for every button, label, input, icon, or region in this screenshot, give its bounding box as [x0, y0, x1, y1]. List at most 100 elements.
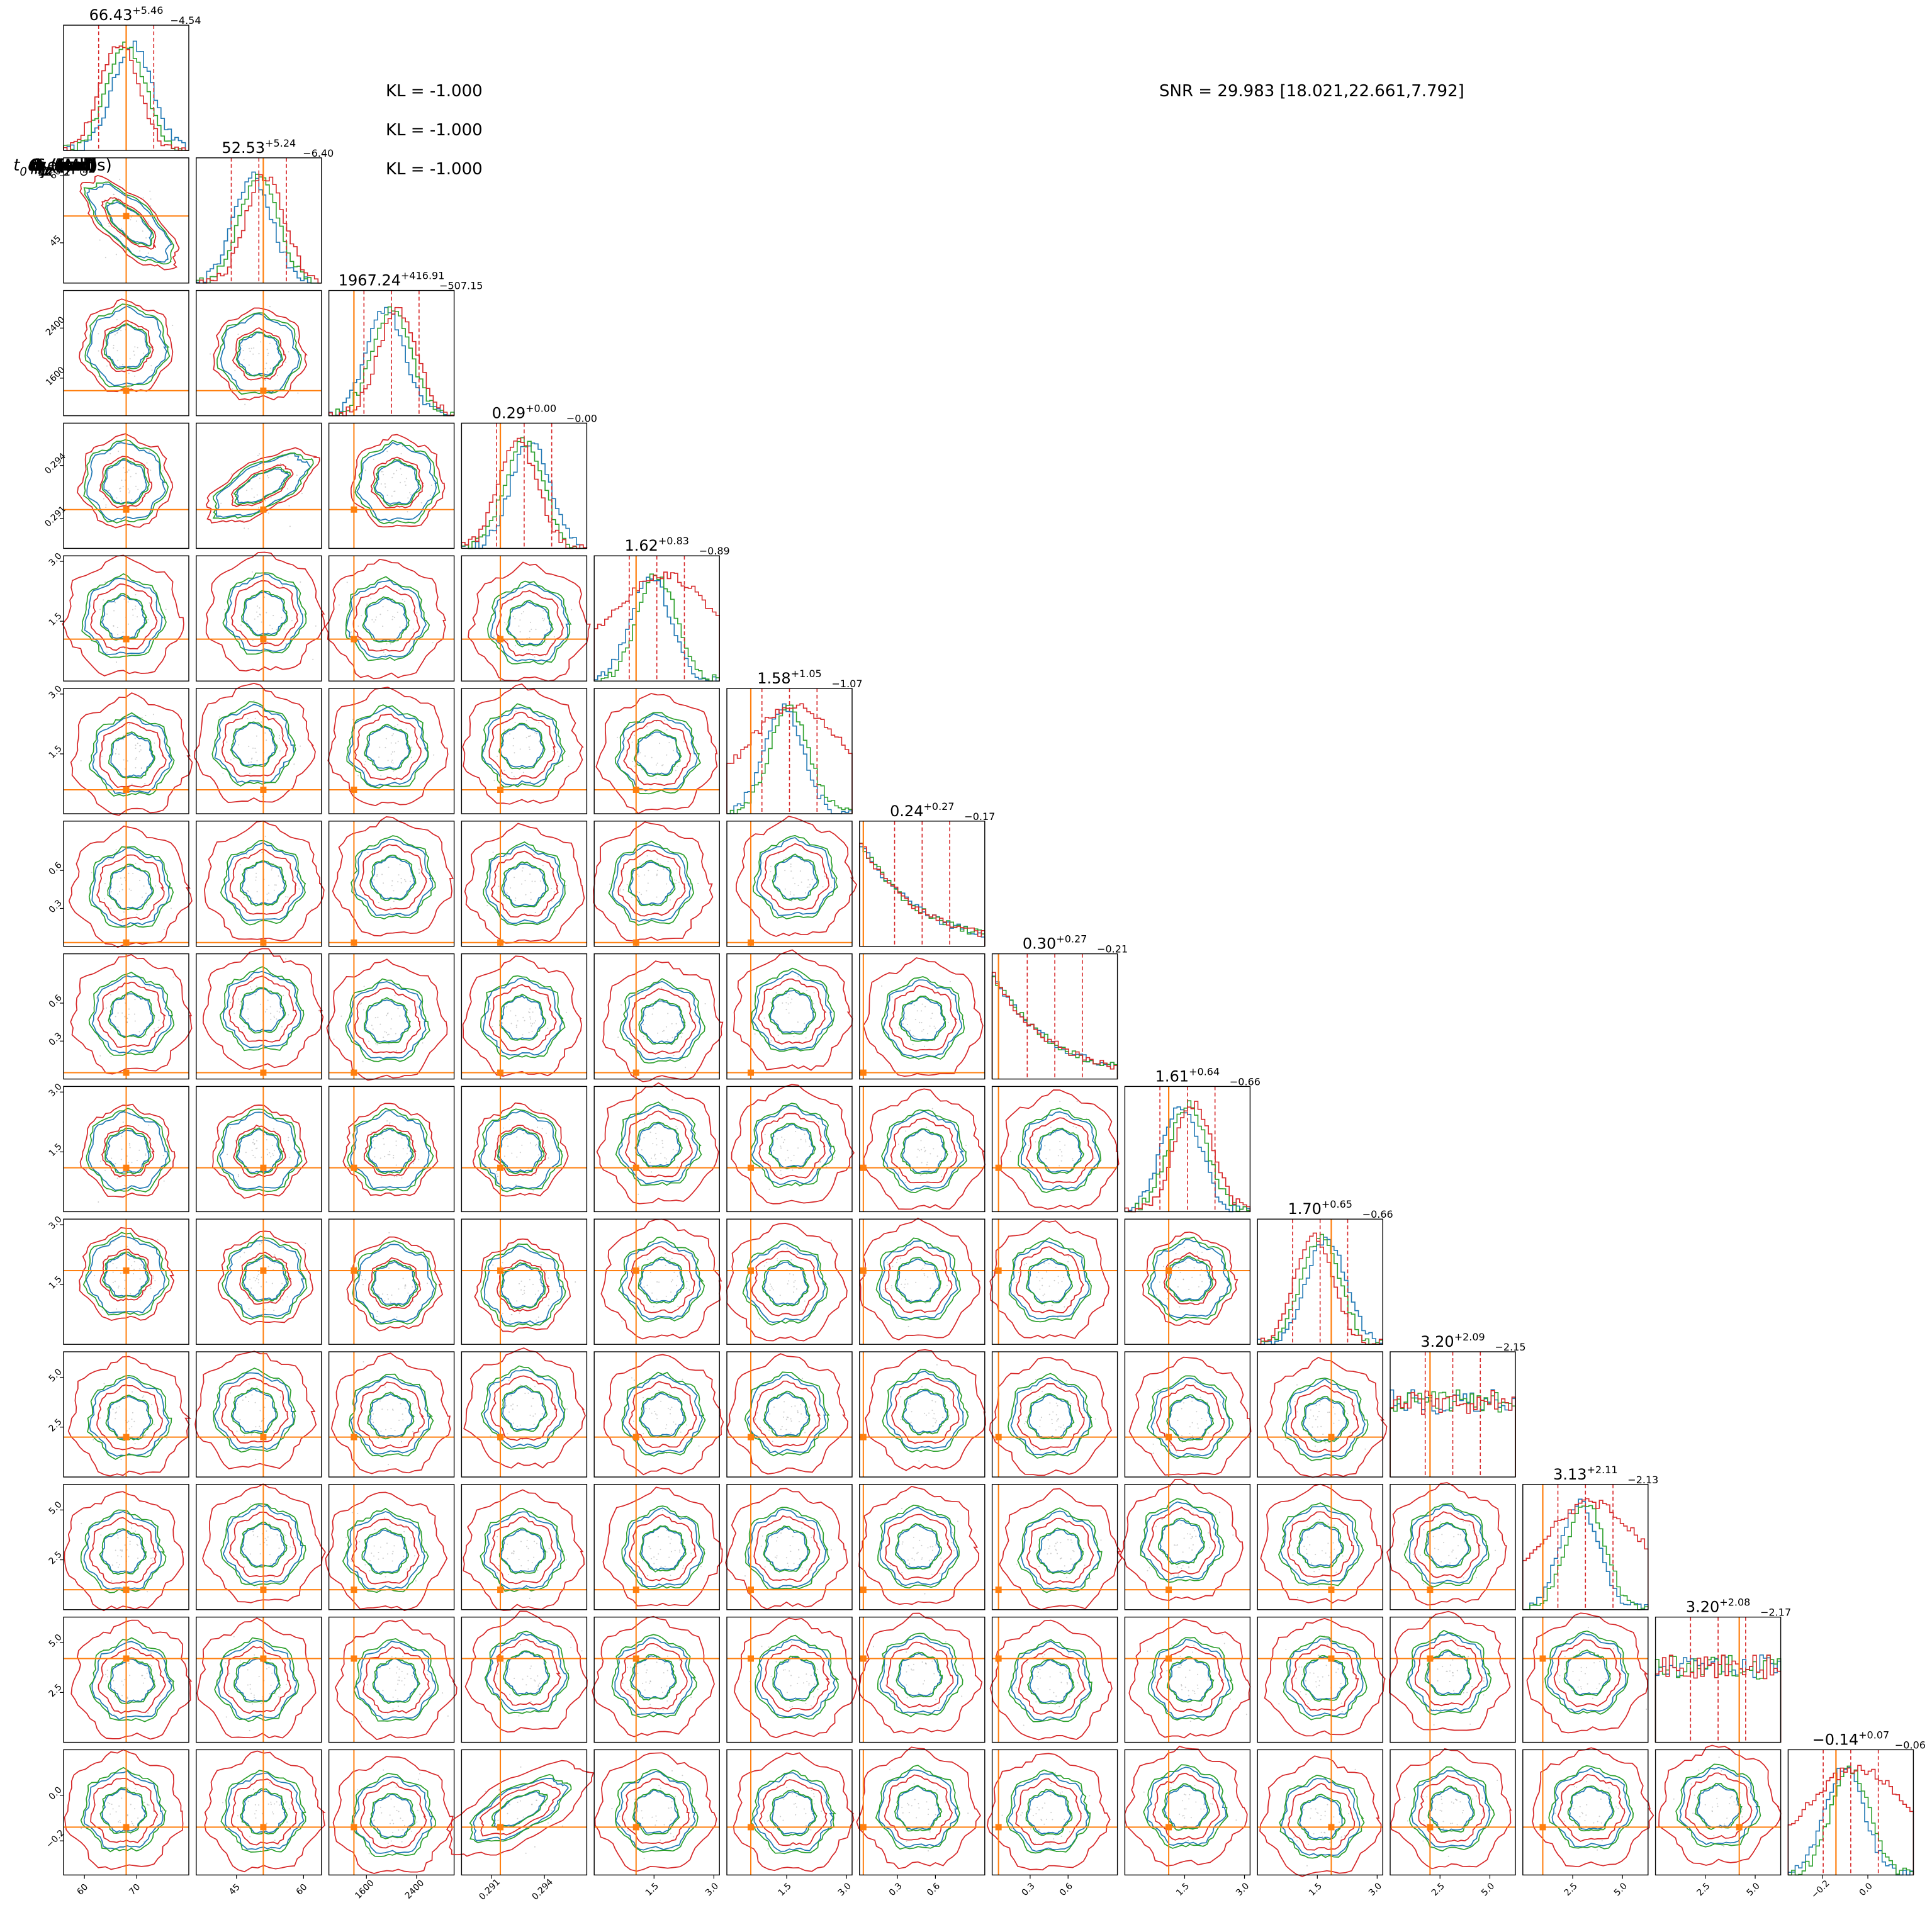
contour-red	[327, 687, 449, 806]
x-axis-label-t0: t0 (seconds)	[13, 156, 112, 179]
contour-blue	[1010, 1377, 1091, 1456]
sample-point	[264, 1308, 266, 1310]
contour-red	[622, 1778, 690, 1845]
contour-green	[1301, 1395, 1349, 1443]
sample-point	[649, 1704, 651, 1705]
sample-point	[1043, 1823, 1045, 1825]
x-tick-label: 2400	[403, 1878, 427, 1901]
contour-green	[222, 1235, 308, 1320]
sample-point	[282, 1299, 284, 1301]
sample-point	[1072, 1160, 1074, 1161]
sample-point	[117, 634, 119, 636]
sample-point	[1328, 1675, 1330, 1676]
sample-point	[279, 463, 281, 464]
sample-point	[1454, 1639, 1456, 1641]
contour-red	[1026, 1517, 1094, 1585]
sample-point	[661, 1142, 663, 1144]
sample-point	[428, 1695, 430, 1696]
sample-point	[407, 1147, 408, 1149]
sample-point	[366, 743, 368, 745]
sample-point	[293, 763, 295, 765]
param-minus-dL: −507.15	[439, 280, 483, 292]
sample-point	[565, 884, 567, 886]
sample-point	[401, 473, 403, 475]
sample-point	[505, 623, 507, 625]
contour-red	[342, 1103, 439, 1196]
sample-point	[132, 1822, 133, 1824]
sample-point	[1064, 1428, 1065, 1430]
panel-frame	[1654, 1749, 1782, 1876]
sample-point	[519, 1800, 521, 1802]
sample-point	[527, 1568, 529, 1570]
sample-point	[809, 1145, 811, 1147]
contour-green	[102, 1251, 150, 1298]
sample-point	[637, 873, 639, 875]
sample-point	[923, 1680, 925, 1682]
sample-point	[153, 1028, 155, 1030]
sample-point	[150, 469, 152, 471]
sample-point	[151, 1403, 153, 1405]
sample-point	[528, 1031, 530, 1033]
sample-point	[1222, 1634, 1223, 1636]
contour-blue	[91, 847, 171, 927]
sample-point	[1593, 1822, 1595, 1824]
sample-point	[272, 742, 273, 744]
contour-green	[901, 1388, 949, 1435]
contour-red	[194, 683, 316, 804]
contour-red	[1155, 1384, 1225, 1451]
contour-blue	[231, 722, 276, 767]
contour-green	[634, 729, 682, 777]
sample-point	[396, 1176, 398, 1177]
sample-point	[905, 1830, 907, 1832]
sample-point	[1318, 1404, 1320, 1406]
sample-point	[1062, 1673, 1064, 1675]
panel-frame	[328, 821, 455, 947]
sample-point	[1457, 1648, 1459, 1650]
sample-point	[1181, 1685, 1182, 1687]
contour-green	[621, 1505, 705, 1590]
sample-point	[389, 1123, 391, 1125]
sample-point	[381, 873, 383, 875]
sample-point	[1185, 1808, 1187, 1810]
sample-point	[243, 359, 245, 361]
sample-point	[643, 1858, 645, 1860]
contour-green	[240, 1788, 288, 1835]
sample-point	[163, 928, 165, 930]
sample-point	[1028, 1684, 1030, 1686]
sample-point	[393, 733, 394, 735]
sample-point	[1313, 1833, 1315, 1834]
contour-green	[353, 1637, 439, 1722]
sample-point	[269, 1782, 271, 1783]
sample-point	[387, 1713, 389, 1715]
param-title-theta1: 1.61+0.64	[1155, 1065, 1220, 1085]
sample-point	[497, 1819, 499, 1821]
sample-point	[113, 1714, 115, 1716]
contour-red	[1291, 1644, 1359, 1711]
sample-point	[409, 491, 411, 493]
sample-point	[660, 1566, 662, 1568]
sample-point	[391, 1295, 393, 1296]
sample-point	[244, 1435, 245, 1436]
sample-point	[555, 1686, 557, 1688]
sample-point	[230, 759, 232, 761]
sample-point	[249, 1278, 251, 1280]
contour-red	[1264, 1356, 1388, 1478]
sample-point	[793, 1563, 795, 1564]
sample-point	[1023, 1724, 1025, 1726]
sample-point	[1058, 1426, 1060, 1428]
y-tick-label: 2.5	[47, 1682, 64, 1699]
sample-point	[790, 891, 792, 893]
sample-point	[346, 581, 348, 583]
sample-point	[1577, 1686, 1579, 1688]
sample-point	[391, 734, 393, 736]
sample-point	[121, 1797, 123, 1799]
sample-point	[126, 1814, 128, 1816]
sample-point	[374, 1529, 376, 1530]
sample-point	[115, 738, 117, 739]
sample-point	[244, 1548, 245, 1550]
sample-point	[1059, 1671, 1061, 1673]
sample-point	[773, 1428, 775, 1430]
panel-frame	[859, 1484, 986, 1610]
sample-point	[1327, 1644, 1328, 1646]
sample-point	[398, 874, 400, 876]
